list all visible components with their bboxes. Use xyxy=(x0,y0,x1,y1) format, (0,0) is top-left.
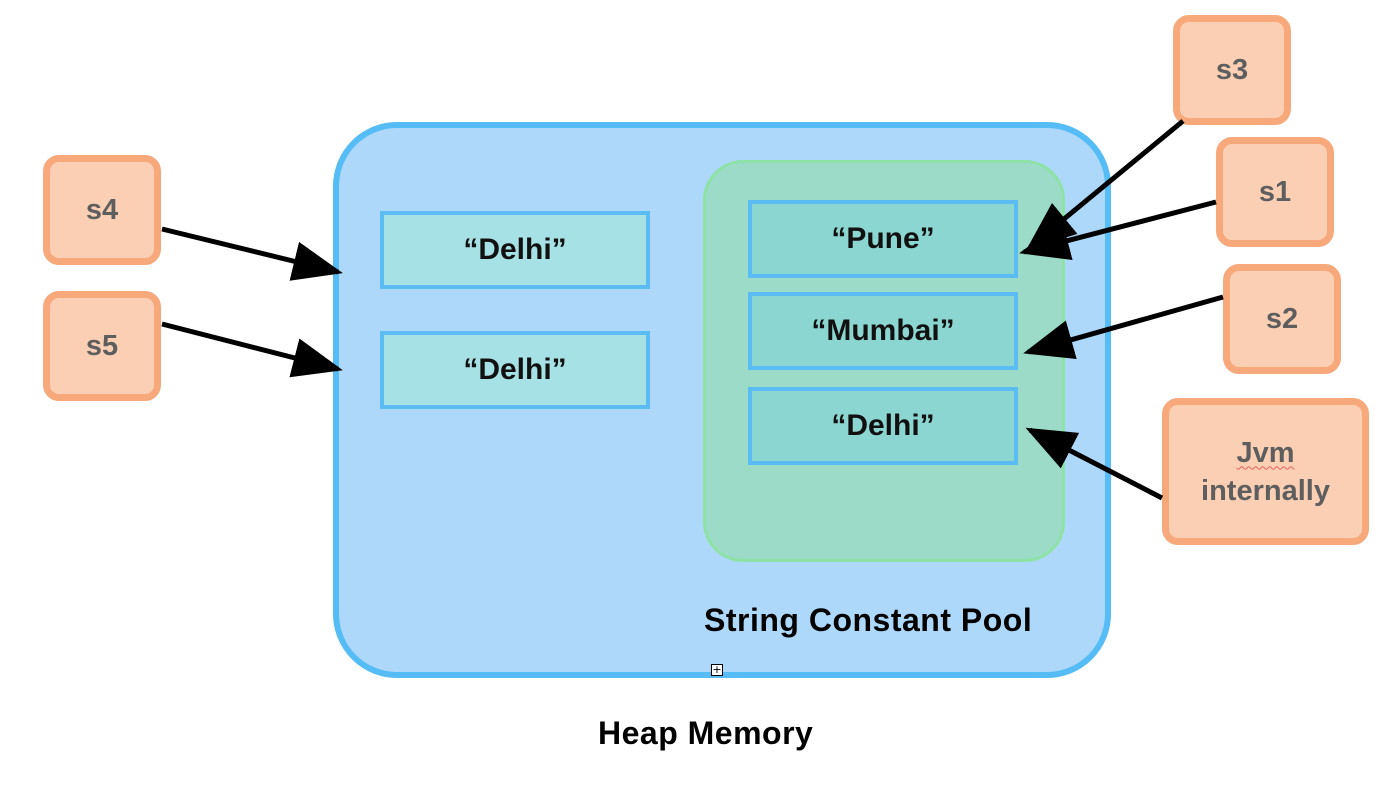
reference-s4: s4 xyxy=(43,155,161,265)
reference-s3: s3 xyxy=(1173,15,1291,125)
pool-string-delhi: “Delhi” xyxy=(748,387,1018,465)
heap-memory-label: Heap Memory xyxy=(598,715,814,751)
reference-s1: s1 xyxy=(1216,137,1334,247)
reference-jvm-internally: Jvm internally xyxy=(1162,398,1369,545)
reference-s2: s2 xyxy=(1223,264,1341,374)
arrow-s5-to-heap xyxy=(161,321,343,378)
reference-s5: s5 xyxy=(43,291,161,401)
heap-string-delhi-1: “Delhi” xyxy=(380,211,650,289)
string-constant-pool-label: String Constant Pool xyxy=(704,602,1033,638)
pool-string-pune: “Pune” xyxy=(748,200,1018,278)
heap-string-delhi-2: “Delhi” xyxy=(380,331,650,409)
arrow-s4-to-heap xyxy=(161,226,343,281)
jvm-label: Jvm xyxy=(1236,436,1295,469)
pool-string-mumbai: “Mumbai” xyxy=(748,292,1018,370)
internally-label: internally xyxy=(1201,474,1330,507)
expand-handle-icon[interactable]: + xyxy=(711,663,723,676)
